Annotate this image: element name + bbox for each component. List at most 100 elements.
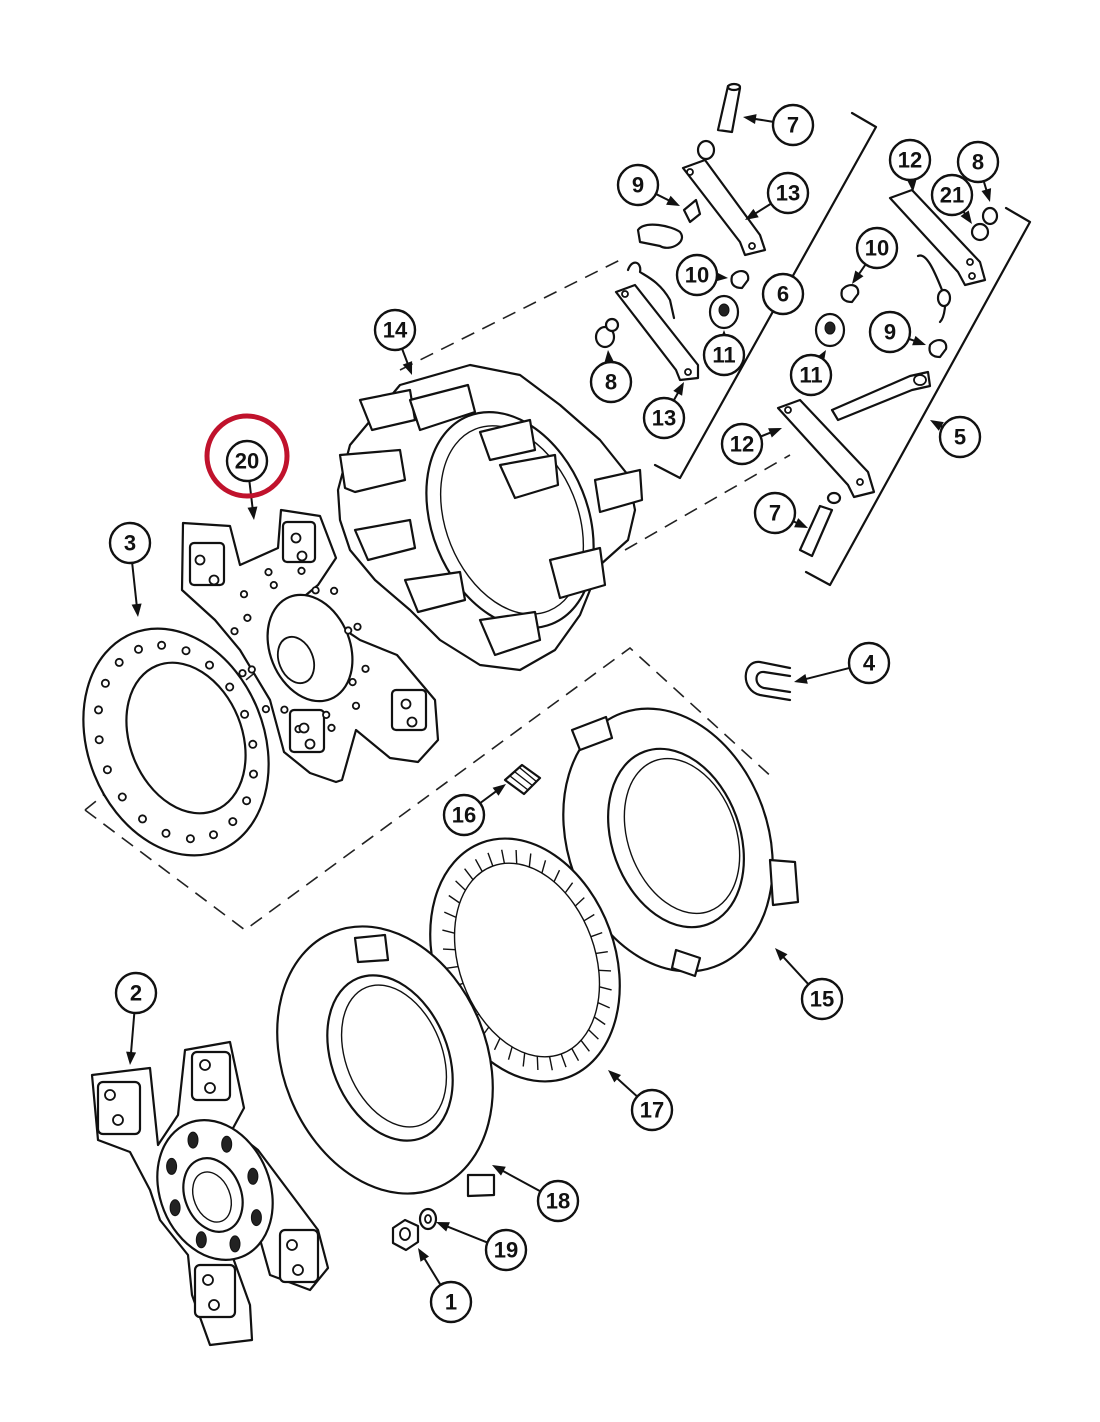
leader-arrowhead	[912, 335, 926, 346]
callout-1: 1	[418, 1248, 473, 1324]
rivet-hole	[225, 682, 235, 692]
callout-circle	[675, 253, 719, 297]
rivet-hole	[327, 723, 336, 733]
plate-tooth	[548, 1056, 553, 1071]
part-1-nut	[391, 1218, 420, 1252]
callout-circle	[847, 641, 891, 685]
callout-label: 14	[383, 318, 408, 343]
plate-tooth	[564, 882, 574, 894]
plate-tooth	[444, 911, 457, 919]
rivet-hole	[181, 646, 191, 656]
callout-13: 13	[642, 382, 686, 440]
plate-tooth	[588, 1029, 599, 1040]
plate-tooth	[583, 913, 595, 922]
plate-tooth	[448, 894, 461, 904]
part-14-pressure-cover	[336, 363, 644, 672]
callout-label: 20	[235, 449, 259, 474]
lever-assembly-5	[776, 188, 999, 558]
plate-tooth	[442, 948, 456, 951]
callout-circle	[766, 171, 810, 215]
rivet-hole	[361, 664, 370, 673]
pad-rivet	[292, 1264, 304, 1276]
leader-line	[422, 1256, 442, 1286]
plate-tooth	[528, 853, 532, 868]
rivet-hole	[297, 566, 306, 576]
callout-label: 1	[445, 1290, 457, 1315]
callout-14: 14	[373, 308, 417, 375]
callout-10: 10	[675, 253, 728, 297]
callout-circle	[442, 793, 486, 837]
plate-tooth	[595, 951, 608, 955]
leader-line	[614, 1075, 638, 1098]
callout-13: 13	[745, 171, 810, 220]
plate-tooth	[560, 1053, 567, 1068]
plate-tooth	[553, 869, 561, 883]
callout-label: 3	[124, 531, 136, 556]
callout-circle	[616, 163, 660, 207]
callout-circle	[800, 977, 844, 1021]
callout-3: 3	[108, 521, 152, 617]
part-20-clutch-disc	[180, 508, 440, 784]
callout-circle	[761, 272, 805, 316]
callout-12: 12	[720, 422, 782, 466]
rivet-hole	[247, 665, 256, 674]
callout-label: 4	[863, 651, 876, 676]
plate-tooth	[474, 858, 483, 872]
rivet-hole	[264, 567, 273, 577]
leader-arrowhead	[906, 178, 917, 192]
callout-circle	[630, 1088, 674, 1132]
rivet-hole	[248, 739, 258, 749]
callout-circle	[114, 971, 158, 1015]
leader-line	[803, 666, 850, 681]
callout-label: 11	[799, 363, 822, 388]
callout-label: 10	[865, 236, 889, 261]
rivet-hole	[185, 834, 195, 844]
callout-circle	[956, 140, 1000, 184]
callout-circle	[373, 308, 417, 352]
damper-spring	[195, 1231, 207, 1249]
callout-label: 10	[685, 263, 709, 288]
rivet-hole	[157, 640, 167, 650]
plate-tooth	[590, 931, 603, 938]
part-4-u-clip	[744, 660, 792, 702]
highlight-ring-20	[204, 413, 290, 499]
leader-arrowhead	[930, 420, 944, 431]
callout-16: 16	[442, 784, 506, 837]
callout-8: 8	[589, 350, 633, 404]
rivet-hole	[94, 705, 104, 715]
callout-label: 8	[972, 150, 984, 175]
callout-label: 7	[787, 113, 799, 138]
pad-rivet	[112, 1114, 124, 1126]
damper-spring	[250, 1209, 262, 1227]
leader-line	[479, 789, 499, 804]
plate-tooth	[515, 849, 518, 864]
leader-arrowhead	[852, 270, 864, 284]
part-19-washer	[418, 1207, 438, 1231]
rivet-hole	[228, 817, 238, 827]
leader-arrowhead	[492, 784, 506, 796]
rivet-hole	[100, 678, 110, 688]
callout-circle	[789, 353, 833, 397]
rivet-hole	[94, 735, 104, 745]
leader-line	[401, 348, 410, 366]
callout-label: 18	[546, 1189, 570, 1214]
callout-circle	[753, 491, 797, 535]
callout-circle	[108, 521, 152, 565]
rivet-hole	[248, 769, 258, 779]
callout-21: 21	[930, 173, 974, 224]
leader-line	[781, 954, 810, 985]
rivet-hole	[133, 644, 143, 654]
rivet-hole	[261, 704, 270, 714]
plate-tooth	[455, 880, 466, 891]
leader-arrowhead	[608, 1070, 621, 1083]
leader-line	[444, 1224, 488, 1244]
pad-rivet	[298, 722, 310, 734]
callout-label: 5	[954, 425, 966, 450]
rivet-hole	[351, 701, 361, 710]
callout-circle	[589, 360, 633, 404]
plate-tooth	[446, 965, 459, 969]
callout-label: 21	[940, 183, 964, 208]
leader-arrowhead	[981, 188, 992, 202]
callout-circle	[930, 173, 974, 217]
